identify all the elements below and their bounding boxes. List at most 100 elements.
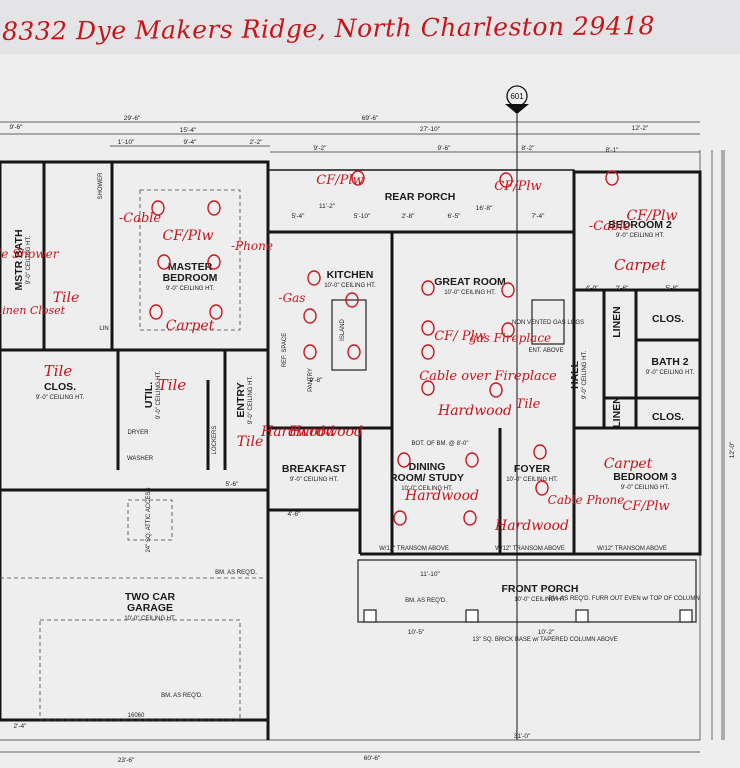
plan-note: ENT. ABOVE xyxy=(528,348,563,354)
dimension-label: 9'-2" xyxy=(314,145,328,152)
handwritten-annotation: CF/Plw xyxy=(626,208,677,224)
dimension-label: 9'-6" xyxy=(10,124,24,131)
fixture-circle-mark xyxy=(421,380,435,396)
dimension-label: 9'-4" xyxy=(184,139,198,146)
dimension-label: 10'-2" xyxy=(538,629,555,636)
room-label: GREAT ROOM xyxy=(434,276,506,288)
fixture-circle-mark xyxy=(149,304,163,320)
kitchen-island xyxy=(331,299,367,371)
fixture-circle-mark xyxy=(347,344,361,360)
dimension-label: 7'-4" xyxy=(532,213,546,220)
room-label: CLOS. xyxy=(44,381,76,393)
fixture-circle-mark xyxy=(421,280,435,296)
plan-note: LOCKERS xyxy=(212,426,218,455)
plan-note: PANTRY xyxy=(308,368,314,392)
fixture-circle-mark xyxy=(151,200,165,216)
handwritten-annotation: Hardwood xyxy=(288,424,363,440)
handwritten-annotation: CF/Plw xyxy=(622,499,669,514)
handwritten-annotation: Hardwood xyxy=(260,424,335,440)
handwritten-annotation: CF/Plw xyxy=(162,228,213,244)
fixture-circle-mark xyxy=(351,170,365,186)
dimension-label: 10'-5" xyxy=(408,629,425,636)
dimension-label: 9'-6" xyxy=(438,145,452,152)
handwritten-annotation: Tile Shower xyxy=(0,247,60,261)
ceiling-height-note: 10'-0" CEILING HT. xyxy=(444,290,496,296)
handwritten-annotation: Tile xyxy=(158,376,187,394)
room-label: ENTRY xyxy=(235,382,247,417)
dimension-label: 9'-8" xyxy=(310,377,324,384)
handwritten-annotation: -Phone xyxy=(231,239,273,253)
handwritten-annotation: Tile xyxy=(516,397,541,412)
room-label: BEDROOM 2 xyxy=(608,219,672,231)
room-label: LINEN xyxy=(611,306,623,338)
fixture-circle-mark xyxy=(307,270,321,286)
plan-note: BM. AS REQ'D. xyxy=(215,570,257,576)
room-label: REAR PORCH xyxy=(385,191,456,203)
ceiling-height-note: 10'-0" CEILING HT. xyxy=(124,616,176,622)
ceiling-height-note: 9'-0" CEILING HT. xyxy=(36,395,85,401)
fixture-circle-mark xyxy=(605,170,619,186)
fixture-circle-mark xyxy=(533,444,547,460)
room-label: BATH 2 xyxy=(651,356,688,368)
dimension-label: 29'-6" xyxy=(124,115,141,122)
dimension-label: 12'-2" xyxy=(632,125,649,132)
dimension-label: 23'-6" xyxy=(118,757,135,764)
handwritten-annotation: CF/Plw xyxy=(316,173,363,188)
handwritten-annotation: -Cable xyxy=(589,219,632,234)
ceiling-height-note: 9'-0" CEILING HT. xyxy=(26,236,32,285)
room-label: ROOM/ STUDY xyxy=(390,472,464,484)
ceiling-height-note: 9'-0" CEILING HT. xyxy=(646,370,695,376)
room-label: BEDROOM xyxy=(163,272,218,284)
plan-note: 13" SQ. BRICK BASE w/ TAPERED COLUMN ABO… xyxy=(472,637,617,643)
handwritten-annotation: Linen Closet xyxy=(0,304,66,317)
dimension-label: 11'-10" xyxy=(420,571,440,578)
dimension-label: 8'-2" xyxy=(522,145,536,152)
room-label: DINING xyxy=(409,461,446,473)
fixture-circle-mark xyxy=(393,510,407,526)
dimension-label: 16'-8" xyxy=(476,205,493,212)
ceiling-height-note: 10'-0" CEILING HT. xyxy=(506,477,558,483)
fixture-circle-mark xyxy=(397,452,411,468)
dimension-label: 2'-6" xyxy=(616,285,630,292)
fireplace xyxy=(531,299,565,345)
plan-note: WASHER xyxy=(127,456,154,462)
ceiling-height-note: 10'-0" CEILING HT. xyxy=(514,597,566,603)
section-callout: 601 xyxy=(505,85,529,740)
master-tray-ceiling xyxy=(139,189,241,331)
plan-note: ISLAND xyxy=(340,319,346,341)
room-label: HALL xyxy=(569,360,581,389)
handwritten-annotation: Cable over Fireplace xyxy=(419,369,557,384)
room-label: FOYER xyxy=(514,463,551,475)
handwritten-annotation: Cable Phone xyxy=(548,493,625,507)
fixture-circle-mark xyxy=(421,344,435,360)
dimension-label: 27'-10" xyxy=(420,126,441,133)
room-label: CLOS. xyxy=(652,411,684,423)
dimension-label: 2'-8" xyxy=(402,213,416,220)
dimension-label: 1'-10" xyxy=(118,139,135,146)
handwritten-annotation: -Gas xyxy=(279,291,306,305)
handwritten-annotation: Carpet xyxy=(614,256,667,274)
ceiling-height-note: 10'-0" CEILING HT. xyxy=(324,283,376,289)
handwritten-annotation: Hardwood xyxy=(437,403,512,419)
fixture-circle-mark xyxy=(421,320,435,336)
dimension-label: 8'-1" xyxy=(606,147,620,154)
dimension-label: 69'-6" xyxy=(362,115,379,122)
garage-door-outline xyxy=(0,499,268,721)
fixture-circle-mark xyxy=(303,308,317,324)
fixture-circle-mark xyxy=(345,292,359,308)
plan-note: W/12" TRANSOM ABOVE xyxy=(597,546,667,552)
ceiling-height-note: 9'-0" CEILING HT. xyxy=(166,286,215,292)
handwritten-annotation: Tile xyxy=(237,434,264,450)
room-label: BREAKFAST xyxy=(282,463,347,475)
handwritten-annotation: Carpet xyxy=(166,318,215,334)
room-label: TWO CAR xyxy=(125,591,176,603)
plan-note: LIN xyxy=(99,326,108,332)
callout-number: 601 xyxy=(510,92,524,101)
handwritten-annotation: gas Fireplace xyxy=(469,331,551,345)
room-label: FRONT PORCH xyxy=(502,583,579,595)
plan-note: DRYER xyxy=(128,430,150,436)
dimension-label: 11'-2" xyxy=(319,203,336,210)
room-label: MSTR BATH xyxy=(13,229,25,290)
plan-note: 16060 xyxy=(128,713,145,719)
handwritten-annotation: Tile xyxy=(53,290,80,306)
